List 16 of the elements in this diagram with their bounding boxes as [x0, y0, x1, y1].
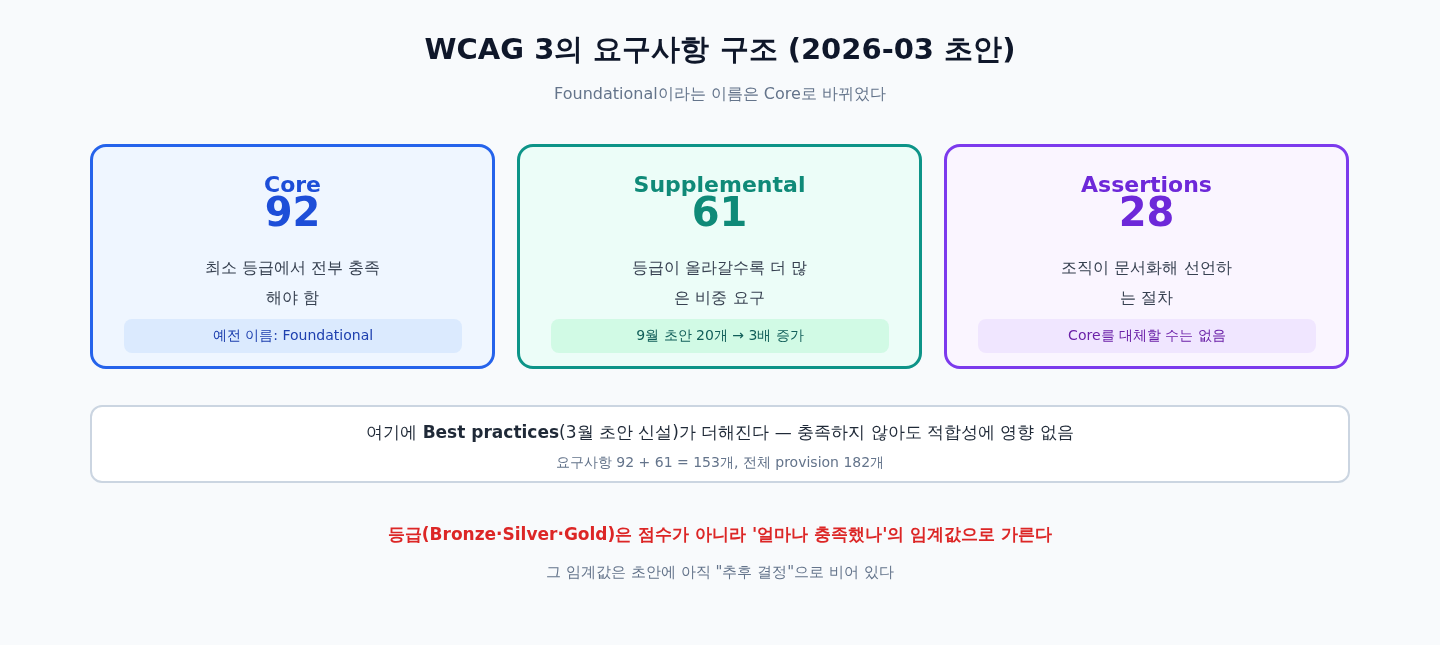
- summary-panel: [90, 405, 1350, 483]
- category-card: [90, 144, 495, 369]
- category-description: 등급이 올라갈수록 더 많은 비중 요구: [630, 257, 809, 309]
- category-card: [944, 144, 1349, 369]
- highlight-note: 등급(Bronze·Silver·Gold)은 점수가 아니라 '얼마나 충족했나'의 임계값으로 가른다: [386, 523, 1054, 546]
- diagram-title: WCAG 3의 요구사항 구조 (2026-03 초안): [423, 31, 1017, 68]
- summary-text: 여기에 Best practices(3월 초안 신설)가 더해진다 — 충족하지 않아도 적합성에 영향 없음: [365, 421, 1075, 444]
- summary-detail: 요구사항 92 + 61 = 153개, 전체 provision 182개: [554, 454, 886, 472]
- note-chip: 예전 이름: Foundational: [124, 319, 462, 353]
- category-description: 조직이 문서화해 선언하는 절차: [1060, 257, 1233, 309]
- note-chip: 9월 초안 20개 → 3배 증가: [551, 319, 889, 353]
- category-card: [517, 144, 922, 369]
- note-chip: Core를 대체할 수는 없음: [978, 319, 1316, 353]
- footnote: 그 임계값은 초안에 아직 "추후 결정"으로 비어 있다: [545, 563, 895, 582]
- subtitle: Foundational이라는 이름은 Core로 바뀌었다: [553, 84, 887, 105]
- category-description: 최소 등급에서 전부 충족해야 함: [203, 257, 382, 309]
